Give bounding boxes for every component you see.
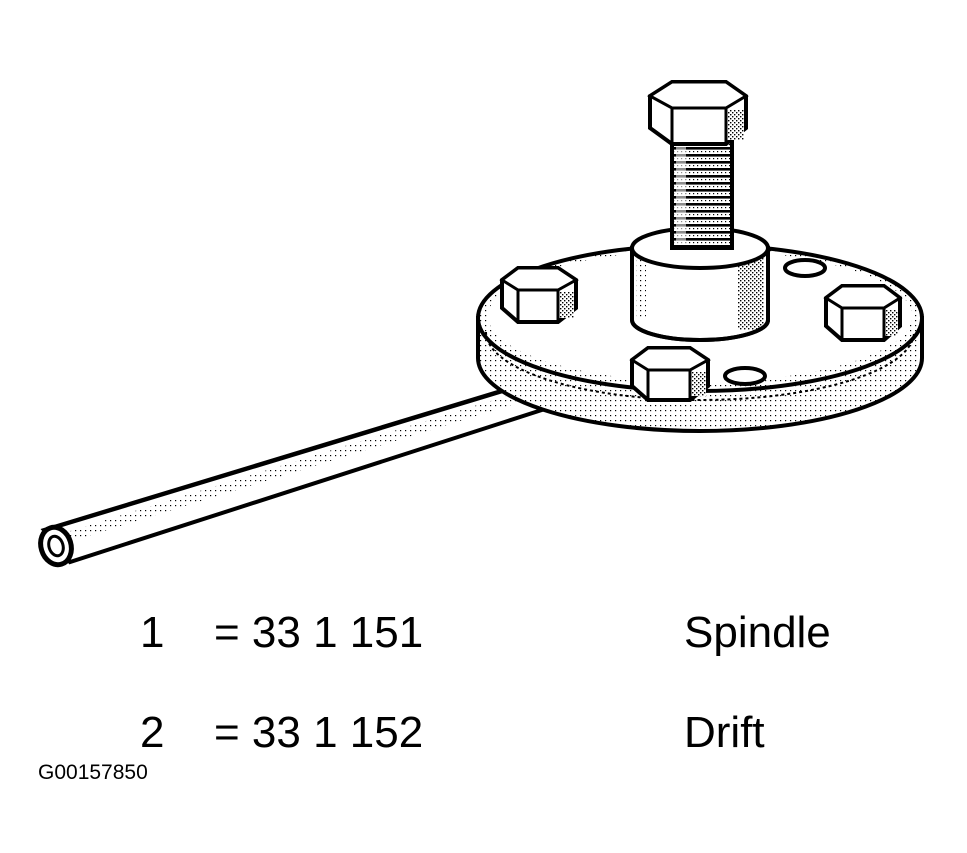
figure-id: G00157850 <box>38 761 148 784</box>
tool-illustration <box>38 80 924 568</box>
legend-part-number: = 33 1 151 <box>214 608 424 657</box>
legend-row: 1 = 33 1 151 Spindle <box>0 603 967 663</box>
legend-row: 2 = 33 1 152 Drift <box>0 703 967 763</box>
hex-nut-front <box>629 346 711 402</box>
plate-holes <box>723 258 827 386</box>
spindle-thread <box>670 128 734 250</box>
legend-part-name: Spindle <box>684 608 831 657</box>
legend-number: 2 <box>140 708 165 757</box>
hex-nut-right <box>823 284 903 342</box>
spindle-hex-head <box>647 80 749 146</box>
legend-part-number: = 33 1 152 <box>214 708 424 757</box>
drift-rod <box>38 381 552 568</box>
hex-nut-left <box>499 266 579 324</box>
legend-part-name: Drift <box>684 708 765 757</box>
legend-number: 1 <box>140 608 165 657</box>
